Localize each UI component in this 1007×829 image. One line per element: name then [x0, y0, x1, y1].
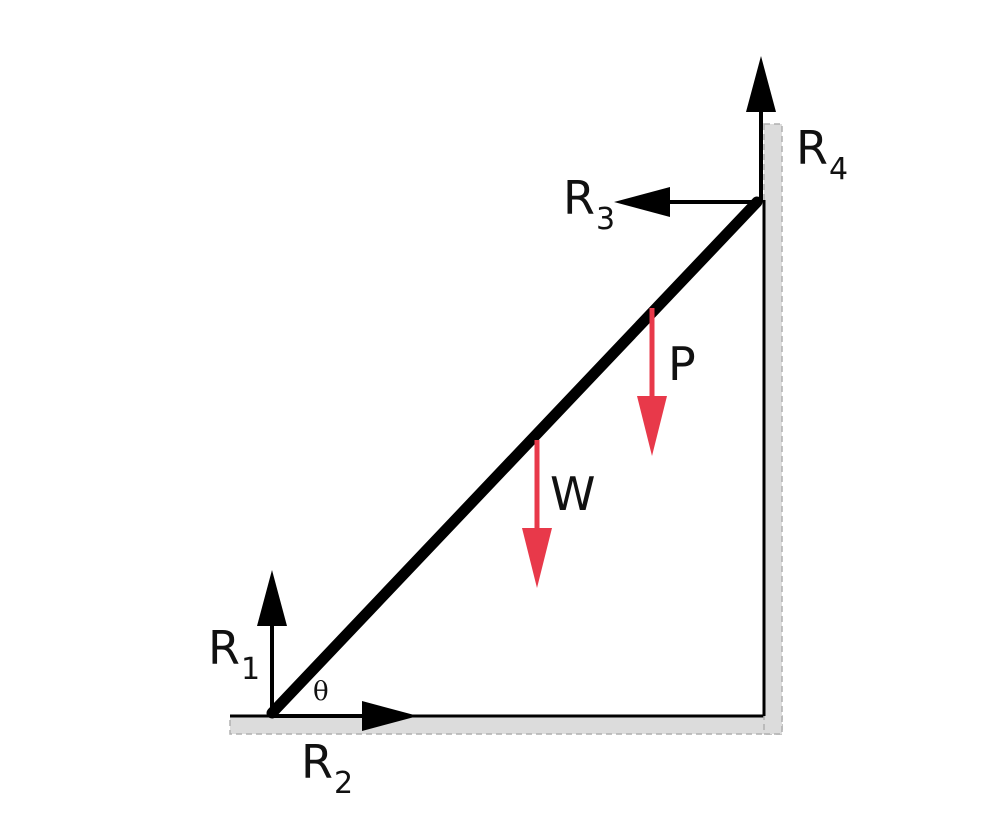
- p-label: P: [668, 337, 696, 391]
- r3-arrow: [614, 187, 757, 217]
- w-arrow: [522, 440, 552, 588]
- r2-label: R2: [301, 735, 353, 801]
- w-label: W: [550, 467, 595, 521]
- r1-label: R1: [208, 621, 260, 687]
- floor: [229, 714, 783, 735]
- theta-label: θ: [313, 677, 329, 707]
- r4-label: R4: [796, 121, 848, 187]
- r2-arrow: [272, 701, 418, 731]
- wall-hatch: [763, 123, 783, 735]
- floor-hatch: [229, 715, 783, 735]
- r4-arrow: [746, 56, 776, 202]
- r3-label: R3: [563, 171, 615, 237]
- ladder: [266, 196, 763, 719]
- r1-arrow: [257, 570, 287, 713]
- wall: [762, 123, 783, 735]
- p-arrow: [637, 308, 667, 456]
